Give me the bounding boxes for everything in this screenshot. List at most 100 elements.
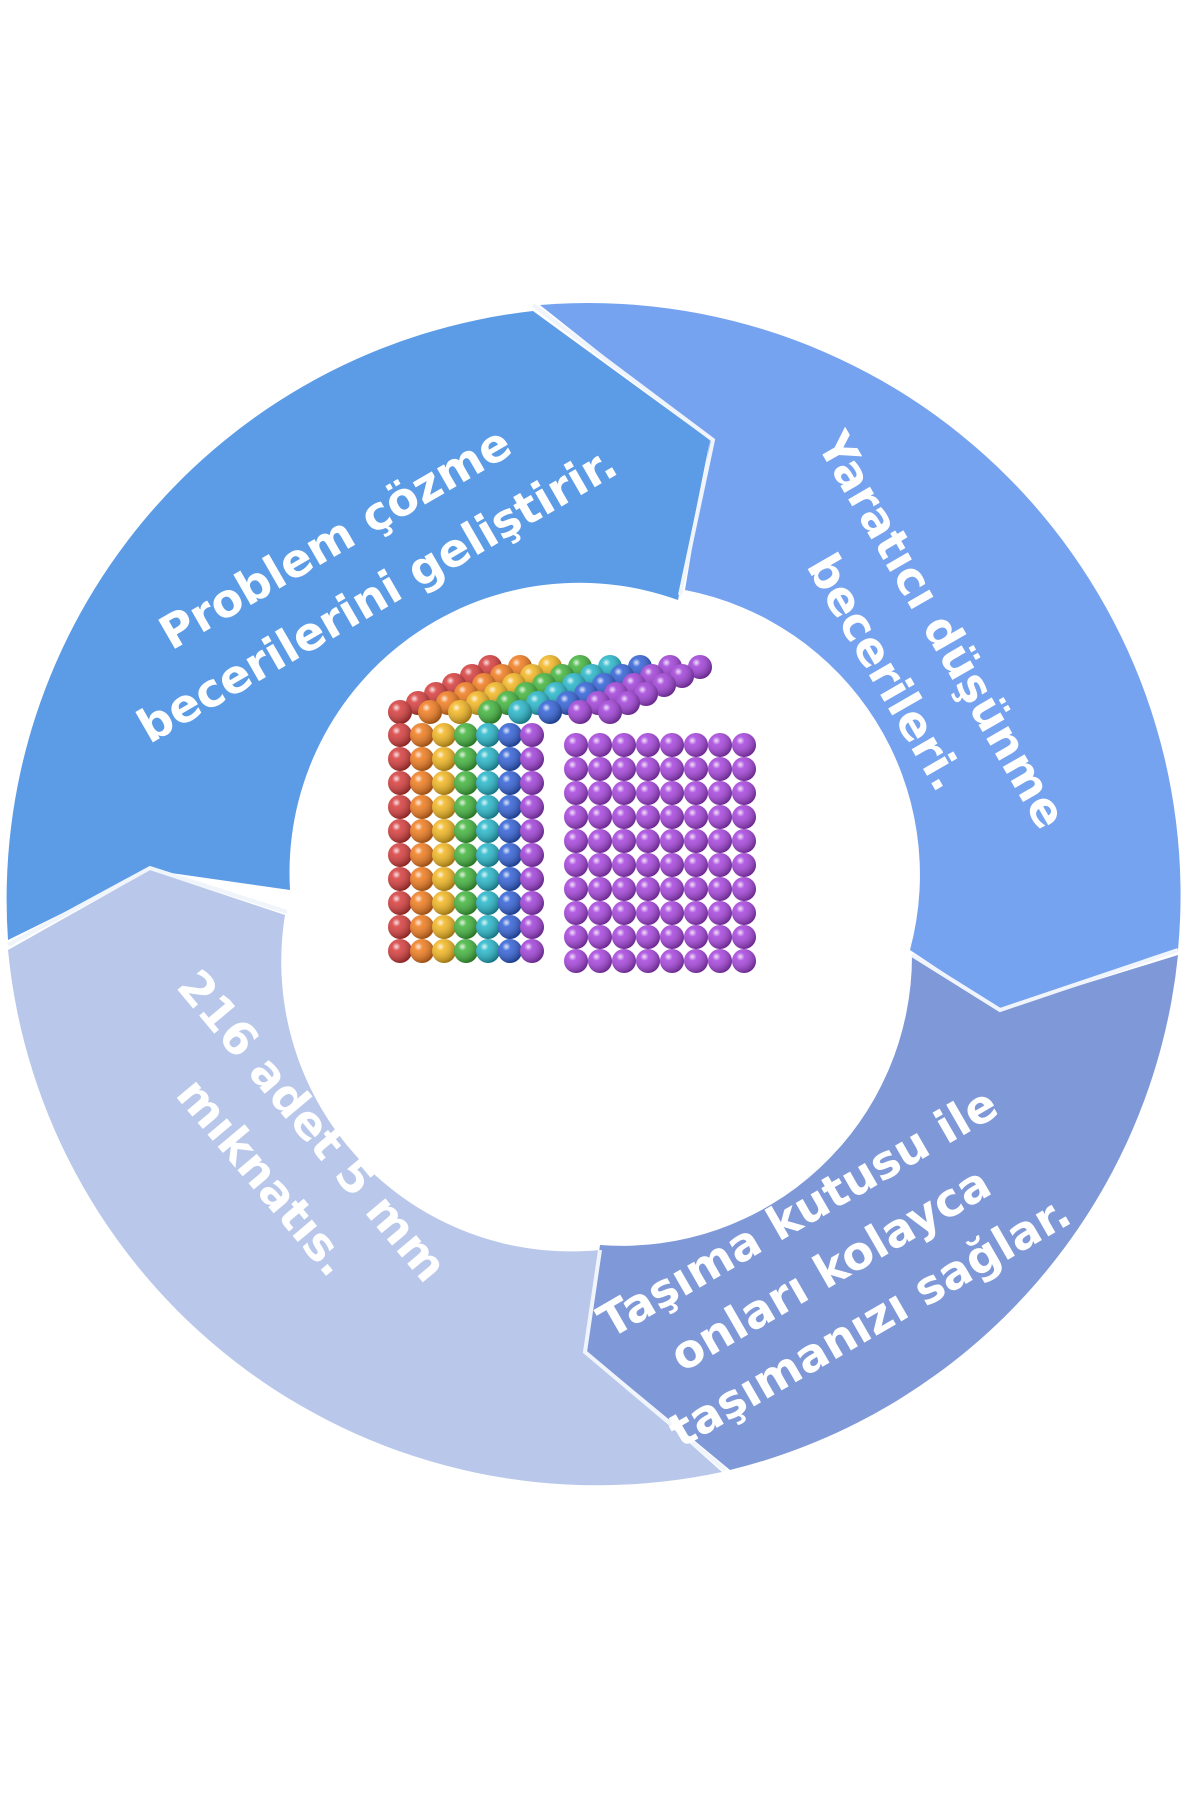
magnet-ball-shine (520, 915, 544, 939)
magnet-ball-shine (612, 853, 636, 877)
magnet-ball-shine (520, 867, 544, 891)
magnet-ball-shine (684, 949, 708, 973)
magnet-ball-shine (410, 915, 434, 939)
magnet-ball-shine (498, 843, 522, 867)
magnet-ball-shine (652, 673, 676, 697)
magnet-ball-shine (732, 901, 756, 925)
magnet-ball-shine (564, 829, 588, 853)
magnet-ball-shine (708, 901, 732, 925)
magnet-ball-shine (498, 771, 522, 795)
magnet-ball-shine (564, 949, 588, 973)
magnet-ball-shine (454, 867, 478, 891)
magnet-ball-shine (410, 795, 434, 819)
magnet-ball-shine (432, 771, 456, 795)
magnet-ball-shine (498, 891, 522, 915)
magnet-ball-shine (476, 795, 500, 819)
magnet-ball-shine (684, 805, 708, 829)
magnet-ball-shine (636, 805, 660, 829)
magnet-ball-shine (388, 747, 412, 771)
magnet-ball-shine (732, 853, 756, 877)
magnet-ball-shine (660, 925, 684, 949)
magnet-ball-shine (498, 819, 522, 843)
magnet-ball-shine (612, 901, 636, 925)
magnet-ball-shine (388, 867, 412, 891)
magnet-ball-shine (708, 757, 732, 781)
magnet-ball-shine (564, 925, 588, 949)
magnet-ball-shine (432, 747, 456, 771)
magnet-ball-shine (498, 939, 522, 963)
magnet-ball-shine (538, 700, 562, 724)
magnet-ball-shine (612, 733, 636, 757)
magnet-ball-shine (432, 723, 456, 747)
magnet-ball-shine (670, 664, 694, 688)
magnet-ball-shine (588, 733, 612, 757)
magnet-ball-shine (568, 700, 592, 724)
magnet-ball-shine (432, 891, 456, 915)
magnet-ball-shine (410, 819, 434, 843)
magnet-ball-shine (476, 915, 500, 939)
magnet-ball-shine (660, 829, 684, 853)
magnet-ball-shine (388, 843, 412, 867)
magnet-ball-shine (588, 877, 612, 901)
magnet-ball-shine (498, 867, 522, 891)
magnet-ball-shine (684, 877, 708, 901)
magnet-ball-shine (454, 915, 478, 939)
magnet-ball-shine (660, 901, 684, 925)
magnet-ball-shine (660, 805, 684, 829)
magnet-ball-shine (732, 781, 756, 805)
magnet-ball-shine (612, 781, 636, 805)
magnet-ball-shine (388, 700, 412, 724)
magnet-ball-shine (598, 700, 622, 724)
magnet-ball-shine (684, 901, 708, 925)
magnet-ball-shine (612, 805, 636, 829)
magnet-ball-shine (432, 843, 456, 867)
magnet-ball-shine (708, 949, 732, 973)
magnet-ball-shine (388, 939, 412, 963)
magnet-ball-shine (660, 853, 684, 877)
magnet-ball-shine (410, 723, 434, 747)
magnet-ball-shine (684, 829, 708, 853)
magnet-ball-shine (636, 901, 660, 925)
magnet-ball-shine (564, 757, 588, 781)
magnet-ball-shine (498, 723, 522, 747)
magnet-ball-shine (454, 795, 478, 819)
magnetic-balls-cube-icon (385, 655, 765, 1050)
magnet-ball-shine (660, 949, 684, 973)
magnet-ball-shine (410, 939, 434, 963)
segment-carry-box (585, 955, 1178, 1470)
magnet-ball-shine (708, 781, 732, 805)
magnet-ball-shine (454, 747, 478, 771)
magnet-ball-shine (612, 757, 636, 781)
magnet-ball-shine (508, 700, 532, 724)
magnet-ball-shine (454, 891, 478, 915)
magnet-ball-shine (636, 949, 660, 973)
magnet-ball-shine (684, 853, 708, 877)
magnet-ball-shine (478, 700, 502, 724)
magnet-ball-shine (732, 877, 756, 901)
segment-magnet-count (8, 870, 722, 1486)
magnet-ball-shine (448, 700, 472, 724)
magnet-ball-shine (588, 805, 612, 829)
magnet-ball-shine (588, 829, 612, 853)
magnet-ball-shine (732, 925, 756, 949)
magnet-ball-shine (684, 733, 708, 757)
magnet-ball-shine (564, 781, 588, 805)
magnet-ball-shine (612, 949, 636, 973)
magnet-ball-shine (410, 867, 434, 891)
magnet-ball-shine (612, 877, 636, 901)
magnet-ball-shine (588, 925, 612, 949)
magnet-ball-shine (708, 853, 732, 877)
magnet-ball-shine (564, 901, 588, 925)
magnet-ball-shine (708, 733, 732, 757)
magnet-ball-shine (432, 819, 456, 843)
magnet-ball-shine (684, 925, 708, 949)
magnet-ball-shine (588, 853, 612, 877)
magnet-ball-shine (660, 781, 684, 805)
magnet-ball-shine (388, 795, 412, 819)
magnet-ball-shine (476, 747, 500, 771)
magnet-ball-shine (432, 795, 456, 819)
magnet-ball-shine (564, 877, 588, 901)
cube-reflection (385, 990, 765, 1050)
magnet-ball-shine (476, 891, 500, 915)
